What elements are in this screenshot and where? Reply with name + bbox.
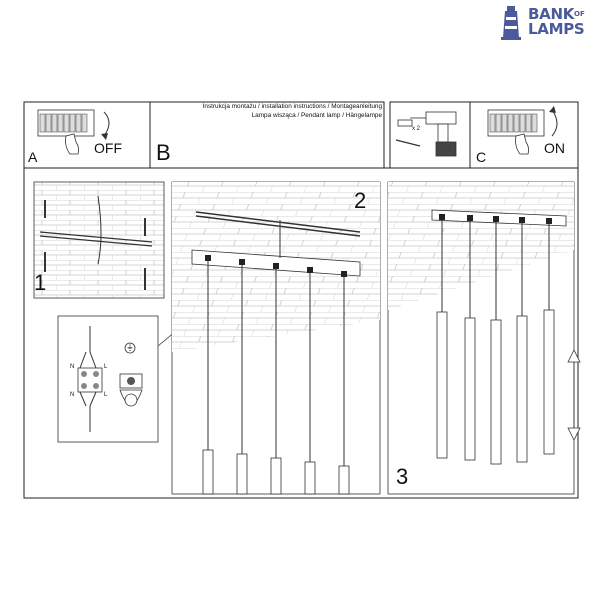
tool-count: x 2 (412, 126, 421, 132)
ground-icon (124, 342, 136, 354)
logo-wordmark: BANKOF LAMPS (528, 7, 585, 37)
bank-of-lamps-logo: BANKOF LAMPS (498, 4, 598, 42)
panel-b-letter: B (156, 140, 171, 165)
terminal-block-icon (77, 367, 103, 393)
step-1-panel (33, 181, 165, 299)
panel-a-state-off: OFF (94, 140, 122, 156)
instruction-title: Instrukcja montażu / installation instru… (150, 103, 382, 120)
wiring-label-l-top: L (104, 364, 108, 370)
wiring-detail-panel (57, 315, 159, 443)
ground-symbol: ⏚ (126, 343, 134, 352)
fuse-box-a-icon (37, 109, 95, 155)
wiring-label-l-bottom: L (104, 392, 108, 398)
step-2-number: 2 (354, 188, 367, 213)
steps-frame (23, 167, 579, 499)
logo-word-lamps: LAMPS (528, 20, 585, 38)
arrow-up-c-icon (551, 109, 558, 137)
logo-word-bank: BANK (528, 5, 575, 23)
panel-a-letter: A (28, 149, 38, 165)
step-2-panel (171, 181, 381, 495)
lighthouse-icon (501, 6, 521, 40)
height-adjust-arrow-icon (567, 349, 581, 441)
panel-c-state-on: ON (544, 140, 565, 156)
wiring-label-n-top: N (70, 364, 75, 370)
wiring-label-n-bottom: N (70, 392, 75, 398)
arrow-down-a-icon (103, 111, 110, 137)
fuse-box-c-icon (487, 109, 545, 155)
step-1-number: 1 (34, 270, 47, 295)
step-3-panel (387, 181, 581, 495)
panel-c-letter: C (476, 149, 487, 165)
title-line-1: Instrukcja montażu / installation instru… (202, 103, 382, 110)
logo-word-of: OF (574, 10, 585, 18)
drill-icon (395, 111, 457, 157)
title-line-2: Lampa wisząca / Pendant lamp / Hängelamp… (251, 111, 382, 119)
step-3-number: 3 (396, 464, 409, 489)
